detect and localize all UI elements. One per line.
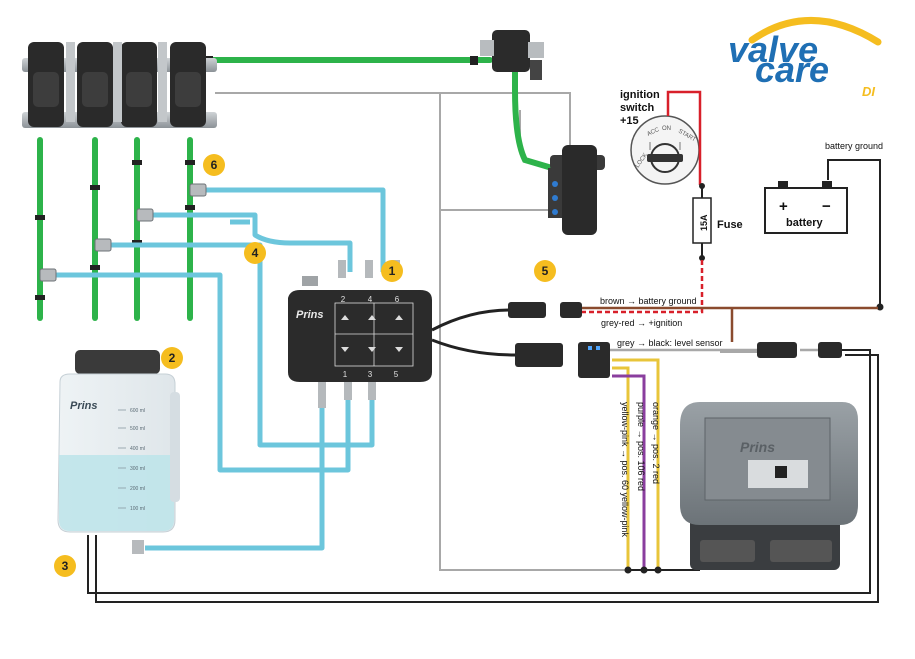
ignition-switch [630, 115, 700, 185]
reducer [548, 145, 605, 235]
svg-text:3: 3 [62, 559, 69, 573]
valvecare-logo: valve care DI [728, 17, 882, 99]
distributor-port-3: 3 [368, 370, 373, 379]
wire-label-brown: brown → battery ground [600, 296, 697, 306]
ignition-label-1: ignition [620, 89, 660, 101]
marker-6: 6 [203, 154, 225, 176]
tank-scale-200: 200 ml [130, 486, 145, 492]
gas-filter [480, 30, 544, 80]
wire-label-orange: orange → pos. 2 red [651, 402, 661, 484]
tank-scale-400: 400 ml [130, 446, 145, 452]
red-wire [666, 90, 702, 185]
grey-wires [215, 92, 760, 571]
ecu [680, 402, 858, 570]
tank-scale-300: 300 ml [130, 466, 145, 472]
tank-scale-600: 600 ml [130, 408, 145, 414]
distributor-port-2: 2 [341, 295, 346, 304]
distributor-port-4: 4 [368, 295, 373, 304]
distributor-port-1: 1 [343, 370, 348, 379]
svg-text:2: 2 [169, 351, 176, 365]
marker-2: 2 [161, 347, 183, 369]
svg-text:6: 6 [211, 158, 218, 172]
svg-text:5: 5 [542, 264, 549, 278]
battery-minus: − [822, 198, 831, 215]
blue-pipes [55, 187, 386, 551]
wire-label-grey-red: grey-red → +ignition [601, 318, 682, 328]
battery-label: battery [786, 217, 824, 229]
tank-scale [118, 409, 126, 509]
distributor-port-5: 5 [394, 370, 399, 379]
tank-brand: Prins [70, 400, 98, 412]
marker-5: 5 [534, 260, 556, 282]
brown-wire [580, 306, 878, 342]
lock-position-acc: ACC [646, 127, 661, 138]
fuse-rating: 15A [699, 214, 709, 231]
logo-word-valve: valve [728, 29, 818, 70]
ecu-brand: Prins [740, 439, 775, 455]
distributor-brand: Prins [296, 309, 324, 321]
ignition-label-2: switch [620, 102, 655, 114]
lock-position-on: ON [662, 126, 671, 132]
green-pipes [37, 57, 555, 321]
distributor-unit [288, 260, 432, 408]
fuse-label: Fuse [717, 219, 743, 231]
ignition-label-3: +15 [620, 115, 639, 127]
red-dashed-wire [580, 260, 704, 314]
battery-ground-label: battery ground [825, 141, 883, 151]
logo-word-care: care [755, 49, 829, 90]
svg-text:4: 4 [252, 246, 259, 260]
fluid-tank [57, 350, 180, 554]
wire-label-grey-black: grey → black: level sensor [617, 338, 723, 348]
colored-wires [612, 358, 700, 571]
connectors [431, 302, 842, 378]
injector-rail [22, 42, 217, 128]
battery [764, 181, 848, 234]
fuse [692, 183, 712, 261]
marker-1: 1 [381, 260, 403, 282]
t-connectors [39, 183, 207, 282]
marker-3: 3 [54, 555, 76, 577]
wire-label-purple: purple → pos. 106 red [636, 402, 646, 491]
marker-4: 4 [244, 242, 266, 264]
tank-scale-500: 500 ml [130, 426, 145, 432]
distributor-port-6: 6 [395, 295, 400, 304]
tank-scale-100: 100 ml [130, 506, 145, 512]
battery-plus: + [779, 198, 788, 215]
svg-text:1: 1 [389, 264, 396, 278]
logo-suffix: DI [862, 84, 875, 99]
wire-label-yellow-pink: yellow-pink → pos. 60 yellow-pink [620, 402, 630, 538]
